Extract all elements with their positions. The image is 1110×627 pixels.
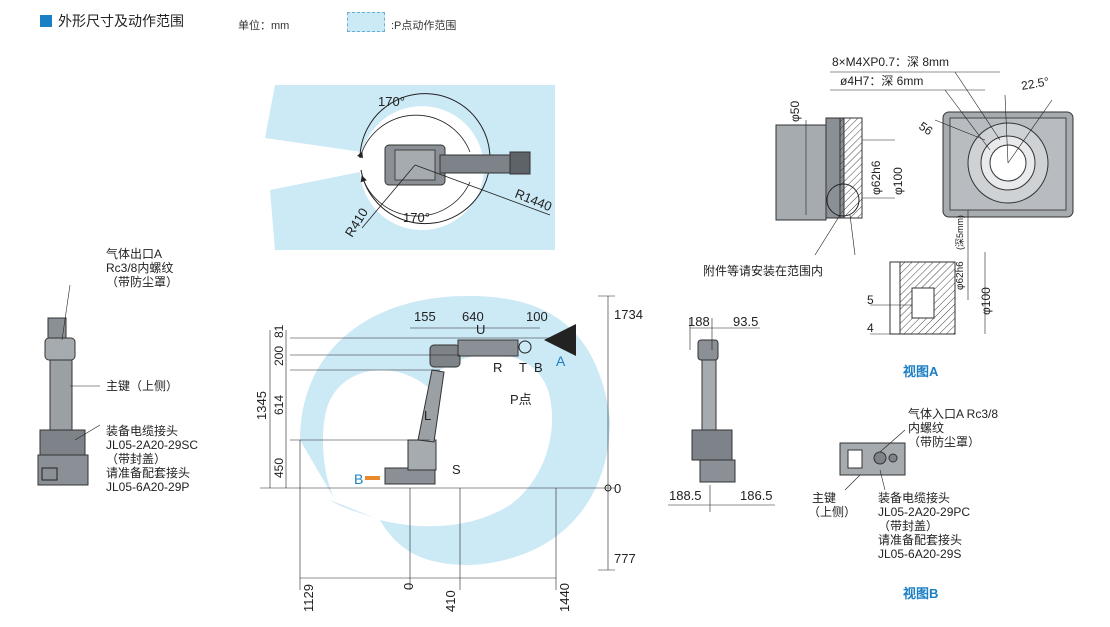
section-header: 外形尺寸及动作范围	[40, 10, 184, 32]
unit-label: 单位：mm	[238, 20, 290, 32]
dim-100: 100	[526, 309, 548, 324]
dim-410: 410	[443, 590, 458, 612]
dim-450: 450	[272, 458, 286, 478]
dim-200: 200	[272, 346, 286, 366]
thread-spec-label: 8×M4XP0.7：深 8mm	[832, 55, 949, 69]
dim-0-bottom: 0	[401, 583, 416, 590]
gas-inlet-label-1: 气体入口A Rc3/8	[908, 406, 998, 421]
gas-inlet-label-2: 内螺纹	[908, 421, 944, 435]
p-point-label: P点	[510, 392, 532, 407]
view-b-cable-1: 装备电缆接头	[878, 490, 950, 505]
dim-0-right: 0	[614, 481, 621, 496]
phi62h6-label: φ62h6	[869, 160, 883, 195]
dim-56-label: 56	[916, 119, 935, 138]
cable-label-3: （带封盖）	[106, 452, 166, 466]
dim-81: 81	[272, 324, 286, 338]
view-b: 气体入口A Rc3/8 内螺纹 （带防尘罩） 主键 （上侧） 装备电缆接头 JL…	[808, 406, 998, 601]
gas-outlet-label-3: （带防尘罩）	[106, 274, 178, 289]
main-key-label: 主键（上侧）	[106, 379, 178, 393]
axis-u-label: U	[476, 322, 485, 337]
view-a-caption: 视图A	[903, 364, 939, 379]
top-view: 170° 170° R410 R1440	[265, 85, 555, 250]
dim-186-5: 186.5	[740, 488, 773, 503]
view-b-main-key-1: 主键	[812, 491, 836, 505]
view-b-cable-4: 请准备配套接头	[878, 532, 962, 547]
view-a: φ50 φ62h6 φ100 8×M4XP0.7：深 8mm ø4H7：深 6m…	[703, 55, 1074, 379]
cable-label-1: 装备电缆接头	[106, 423, 178, 438]
dim-4-label: 4	[867, 321, 874, 335]
range-legend-label: :P点动作范围	[391, 20, 457, 32]
angle-top-label: 170°	[378, 94, 405, 109]
detail-phi62h6-label: φ62h6	[955, 261, 966, 290]
side-view-range-area	[300, 295, 610, 565]
dim-1440: 1440	[557, 583, 572, 612]
view-b-cable-5: JL05-6A20-29S	[878, 547, 961, 561]
axis-t-label: T	[519, 360, 527, 375]
gas-inlet-label-3: （带防尘罩）	[908, 434, 980, 449]
attachment-note-label: 附件等请安装在范围内	[703, 263, 823, 278]
dim-188-5: 188.5	[669, 488, 702, 503]
view-a-marker: A	[556, 353, 566, 369]
view-b-cable-3: （带封盖）	[878, 519, 938, 533]
view-b-marker: B	[354, 471, 363, 487]
cable-label-2: JL05-2A20-29SC	[106, 438, 198, 452]
cable-label-4: 请准备配套接头	[106, 465, 190, 480]
top-view-range-area	[265, 85, 555, 250]
phi50-label: φ50	[788, 101, 802, 122]
view-b-main-key-2: （上侧）	[808, 505, 856, 519]
dim-1129: 1129	[301, 584, 316, 612]
dim-155: 155	[414, 309, 436, 324]
title-square-icon	[40, 15, 52, 27]
dim-614: 614	[272, 395, 286, 415]
front-view: 188 93.5 188.5 186.5	[668, 314, 775, 512]
dim-777: 777	[614, 551, 636, 566]
left-view: 气体出口A Rc3/8内螺纹 （带防尘罩） 主键（上侧） 装备电缆接头 JL05…	[37, 246, 198, 494]
axis-b-label: B	[534, 360, 543, 375]
dim-1345: 1345	[254, 391, 269, 420]
dim-93-5: 93.5	[733, 314, 758, 329]
angle-bottom-label: 170°	[403, 210, 430, 225]
view-b-caption: 视图B	[903, 586, 938, 601]
range-legend-swatch	[347, 12, 385, 32]
dim-1734: 1734	[614, 307, 643, 322]
dim-640: 640	[462, 309, 484, 324]
hole-spec-label: ø4H7：深 6mm	[840, 74, 923, 88]
cable-label-5: JL05-6A20-29P	[106, 480, 189, 494]
axis-r-label: R	[493, 360, 502, 375]
gas-outlet-label-2: Rc3/8内螺纹	[106, 261, 173, 275]
dim-188: 188	[688, 314, 710, 329]
axis-s-label: S	[452, 462, 461, 477]
section-title: 外形尺寸及动作范围	[58, 13, 184, 29]
dim-5-label: 5	[867, 293, 874, 307]
angle-22-5-label: 22.5°	[1020, 74, 1050, 93]
detail-phi100-label: φ100	[979, 287, 993, 315]
detail-depth-label: (深5mm)	[955, 215, 965, 250]
phi100-label: φ100	[891, 167, 905, 195]
view-b-cable-2: JL05-2A20-29PC	[878, 505, 970, 519]
gas-outlet-label-1: 气体出口A	[106, 246, 162, 261]
side-view: 155 640 100 1734 81 200 614 1345 450 0 7…	[254, 295, 643, 612]
axis-l-label: L	[424, 408, 431, 423]
